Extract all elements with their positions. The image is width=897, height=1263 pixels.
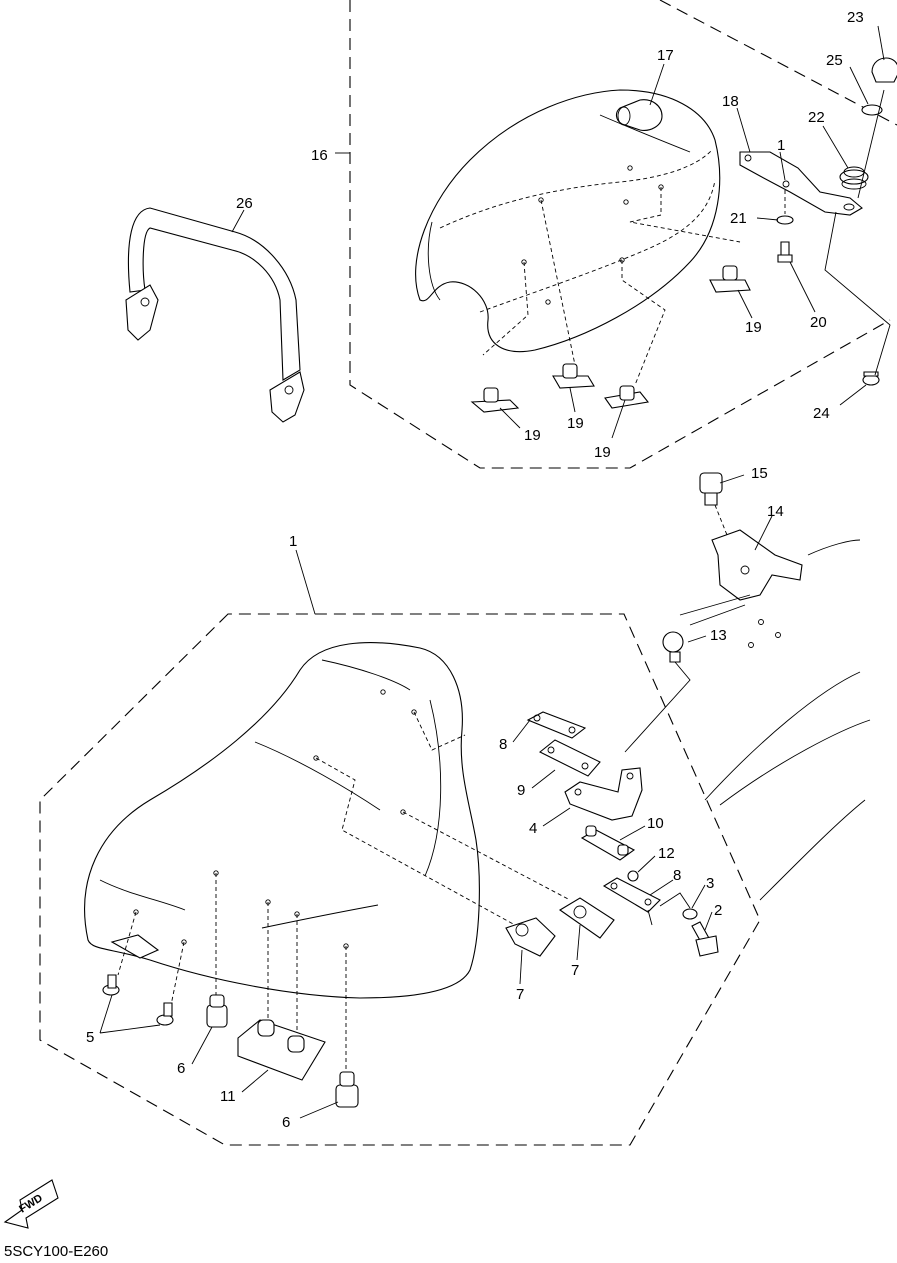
callout-8-upper: 8 [499,736,507,753]
callout-10: 10 [647,815,664,832]
bracket-4 [564,767,643,821]
forward-arrow-icon: FWD [3,1179,59,1229]
callout-17: 17 [657,47,674,64]
rider-seat [84,642,480,999]
callout-14: 14 [767,503,784,520]
nut-24 [862,371,880,386]
callout-26: 26 [236,195,253,212]
washer-3 [682,908,698,920]
callout-1: 1 [289,533,297,550]
nut-7-b [558,897,615,939]
washer-21 [776,215,794,225]
callout-9: 9 [517,782,525,799]
collar-12 [627,870,639,882]
callout-15: 15 [751,465,768,482]
plate-8-lower [602,877,661,913]
passenger-seat [415,89,721,353]
callout-12: 12 [658,845,675,862]
callout-16: 16 [311,147,328,164]
nut-7-a [505,917,556,957]
callout-7-a: 7 [516,986,524,1003]
washer-25 [861,104,883,116]
collar-6-b [335,1071,359,1108]
diagram-code: 5SCY100-E260 [4,1243,109,1260]
bracket-18 [739,151,863,216]
callout-5: 5 [86,1029,94,1046]
callout-3: 3 [706,875,714,892]
callout-4: 4 [529,820,537,837]
callout-21: 21 [730,210,747,227]
collar-6-a [206,994,228,1028]
nut-plate-19-d [709,265,751,293]
screw-5-b [156,1002,174,1026]
damper-22 [839,166,869,190]
bracket-14 [711,529,803,601]
callout-20: 20 [810,314,827,331]
bracket-10 [580,825,636,861]
bolt-15 [699,472,723,506]
callout-18: 18 [722,93,739,110]
cap-nut-23 [871,57,897,83]
callout-labels: 23 25 17 18 22 16 1 21 26 20 19 19 19 19… [86,9,864,1131]
callout-19-a: 19 [524,427,541,444]
passenger-seat-group-outline [349,0,897,469]
callout-11: 11 [220,1088,236,1105]
callout-19-d: 19 [745,319,762,336]
rider-seat-mount-lines [117,711,571,1075]
bolt-13 [662,631,684,663]
screw-5-a [102,974,120,996]
callout-19-c: 19 [594,444,611,461]
nut-plate-19-b [552,363,595,389]
callout-7-b: 7 [571,962,579,979]
callout-leaders [99,25,885,1119]
callout-6-b: 6 [282,1114,290,1131]
bracket-11 [237,1019,326,1081]
callout-19-b: 19 [567,415,584,432]
callout-8-lower: 8 [673,867,681,884]
bolt-2 [691,921,719,957]
callout-25: 25 [826,52,843,69]
callout-23: 23 [847,9,864,26]
rider-seat-group-outline [39,613,761,1146]
callout-2: 2 [714,902,722,919]
callout-22: 22 [808,109,825,126]
passenger-seat-mount-lines [482,187,741,386]
plate-8-upper [526,711,587,739]
grab-bar-26 [125,207,305,423]
callout-1-upper: 1 [777,137,785,154]
plate-9 [538,739,601,777]
callout-6-a: 6 [177,1060,185,1077]
callout-24: 24 [813,405,830,422]
bolt-20 [777,241,793,263]
nut-plate-19-c [604,385,650,409]
nut-plate-19-a [470,387,520,413]
callout-13: 13 [710,627,727,644]
